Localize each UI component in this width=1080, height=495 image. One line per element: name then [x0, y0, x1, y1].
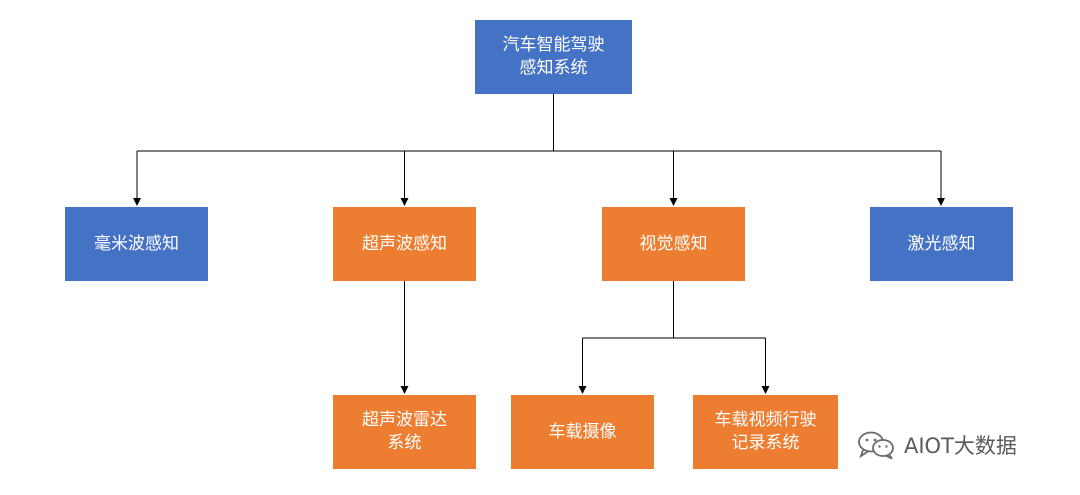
watermark-text: AIOT大数据 [904, 434, 1017, 458]
ultrasonic-radar-node: 超声波雷达 系统 [333, 395, 476, 469]
driving-recorder-node: 车载视频行驶 记录系统 [693, 395, 838, 469]
ultrasonic-node: 超声波感知 [333, 207, 476, 281]
laser-node: 激光感知 [870, 207, 1013, 281]
vision-node: 视觉感知 [602, 207, 745, 281]
wechat-icon [856, 430, 898, 460]
millimeter-wave-node: 毫米波感知 [65, 207, 208, 281]
watermark: AIOT大数据 [856, 428, 1017, 462]
vehicle-camera-node: 车载摄像 [511, 395, 654, 469]
root-node: 汽车智能驾驶 感知系统 [475, 20, 632, 94]
